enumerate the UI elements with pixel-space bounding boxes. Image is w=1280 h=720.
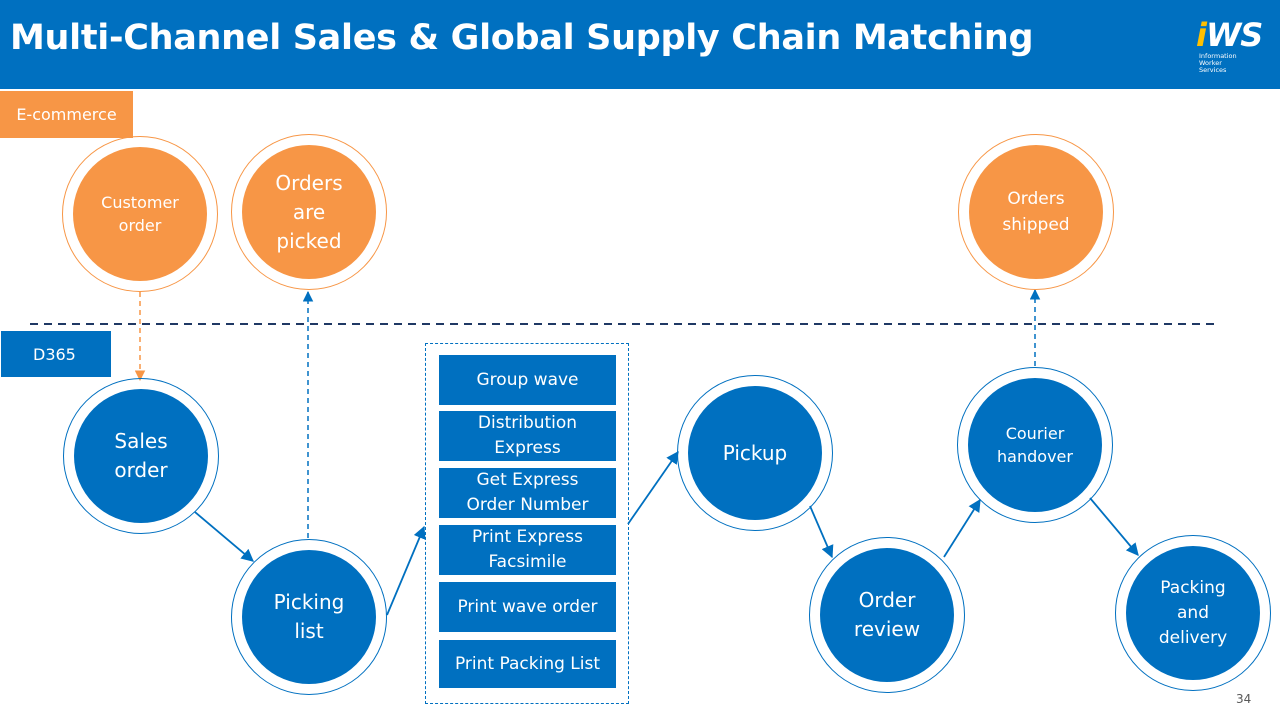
node-sales-order: Sales order — [63, 378, 219, 534]
logo-mark: iWS — [1196, 16, 1263, 54]
node-orders-shipped: Orders shipped — [958, 134, 1114, 290]
node-sales-order-label: Sales order — [74, 389, 208, 523]
node-customer-order: Customer order — [62, 136, 218, 292]
node-packing-delivery-label: Packing and delivery — [1126, 546, 1260, 680]
step-print-packing-list: Print Packing List — [439, 640, 616, 688]
arrow-sales-to-picking — [194, 511, 254, 562]
node-order-review-label: Order review — [820, 548, 954, 682]
wave-steps-group: Group wave Distribution Express Get Expr… — [425, 343, 629, 704]
node-order-review: Order review — [809, 537, 965, 693]
step-group-wave: Group wave — [439, 355, 616, 405]
node-courier-handover-label: Courier handover — [968, 378, 1102, 512]
node-picking-list-label: Picking list — [242, 550, 376, 684]
node-customer-order-label: Customer order — [73, 147, 207, 281]
arrow-picking-to-steps — [386, 525, 426, 616]
node-courier-handover: Courier handover — [957, 367, 1113, 523]
arrow-courier-to-packing — [1089, 497, 1139, 556]
step-print-wave-order: Print wave order — [439, 582, 616, 632]
step-distribution-express: Distribution Express — [439, 411, 616, 461]
arrow-steps-to-pickup — [627, 450, 679, 525]
step-print-express-facsimile: Print Express Facsimile — [439, 525, 616, 575]
arrow-pickup-to-review — [809, 505, 834, 559]
logo-tagline: Information Worker Services — [1199, 52, 1237, 74]
arrow-review-to-courier — [943, 498, 981, 558]
node-pickup-label: Pickup — [688, 386, 822, 520]
lane-label-d365: D365 — [1, 331, 111, 377]
node-orders-picked: Orders are picked — [231, 134, 387, 290]
node-orders-shipped-label: Orders shipped — [969, 145, 1103, 279]
node-picking-list: Picking list — [231, 539, 387, 695]
node-packing-delivery: Packing and delivery — [1115, 535, 1271, 691]
page-number: 34 — [1236, 692, 1252, 706]
header-bar: Multi-Channel Sales & Global Supply Chai… — [0, 0, 1280, 89]
page-title: Multi-Channel Sales & Global Supply Chai… — [10, 18, 1034, 58]
node-orders-picked-label: Orders are picked — [242, 145, 376, 279]
node-pickup: Pickup — [677, 375, 833, 531]
lane-label-ecommerce: E-commerce — [0, 91, 133, 138]
iws-logo: iWS Information Worker Services — [1196, 16, 1263, 76]
step-get-express-order-number: Get Express Order Number — [439, 468, 616, 518]
